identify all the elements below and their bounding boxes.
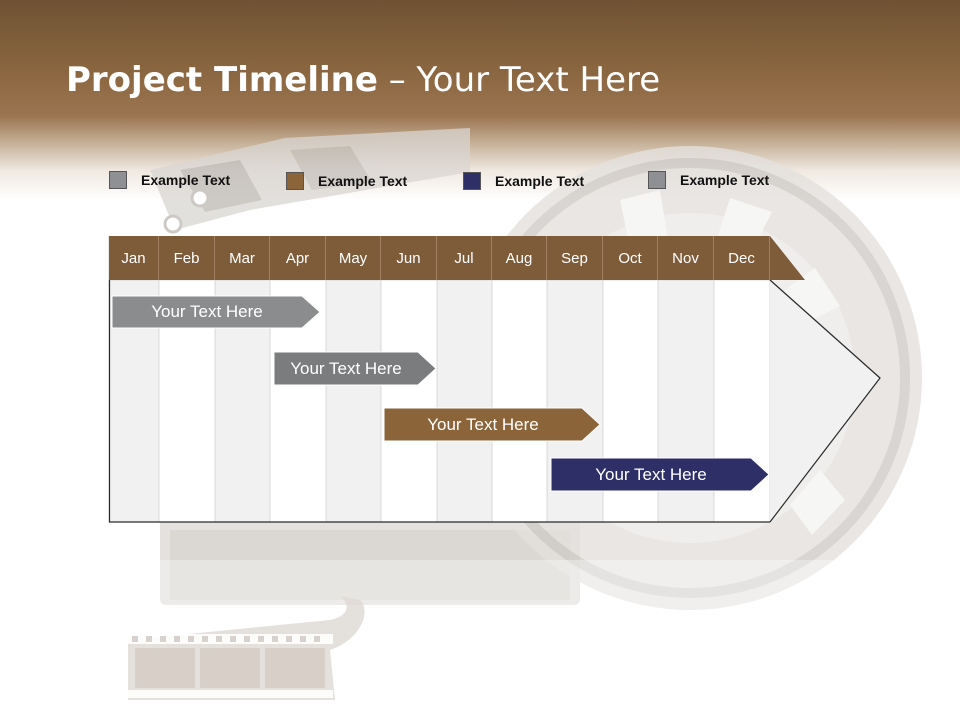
title-rest-text: – Your Text Here — [377, 60, 661, 100]
month-jun: Jun — [381, 236, 437, 280]
month-dec: Dec — [714, 236, 770, 280]
month-jul: Jul — [437, 236, 492, 280]
task-bar-label-2: Your Text Here — [290, 358, 402, 378]
legend-label-3: Example Text — [495, 173, 585, 189]
legend-swatch-1 — [109, 171, 127, 189]
film-strip-icon — [128, 596, 365, 700]
column-may — [325, 279, 382, 523]
legend-item-3: Example Text — [463, 172, 584, 190]
title-bold-text: Project Timeline — [66, 60, 378, 100]
task-bar-label-4: Your Text Here — [595, 464, 707, 484]
timeline-arrow-head-top — [770, 236, 805, 280]
column-jul — [436, 279, 493, 523]
legend-label-4: Example Text — [680, 172, 770, 188]
task-bar-3 — [383, 407, 601, 442]
column-jun — [380, 279, 438, 523]
legend-swatch-2 — [286, 172, 304, 190]
month-jan: Jan — [109, 236, 159, 280]
task-bar-label-3: Your Text Here — [427, 414, 539, 434]
legend-swatch-3 — [463, 172, 481, 190]
month-feb: Feb — [159, 236, 215, 280]
task-bar-4 — [550, 457, 770, 492]
month-aug: Aug — [492, 236, 547, 280]
legend-item-1: Example Text — [109, 171, 230, 189]
task-bars — [111, 295, 770, 492]
task-bar-1 — [111, 295, 321, 329]
month-sep: Sep — [547, 236, 603, 280]
legend-item-4: Example Text — [648, 171, 769, 189]
timeline-arrow-outline — [769, 279, 881, 523]
legend-swatch-4 — [648, 171, 666, 189]
month-nov: Nov — [658, 236, 714, 280]
month-oct: Oct — [603, 236, 658, 280]
legend-item-2: Example Text — [286, 172, 407, 190]
page-title: Project Timeline – Your Text Here — [66, 60, 660, 100]
legend-label-2: Example Text — [318, 173, 408, 189]
month-apr: Apr — [270, 236, 326, 280]
task-bar-2 — [273, 351, 437, 386]
task-bar-label-1: Your Text Here — [151, 302, 263, 321]
timeline-arrow-fill — [770, 280, 880, 522]
month-mar: Mar — [215, 236, 270, 280]
column-aug — [491, 279, 548, 523]
header-band — [0, 0, 960, 200]
legend-label-1: Example Text — [141, 172, 231, 188]
month-may: May — [326, 236, 381, 280]
